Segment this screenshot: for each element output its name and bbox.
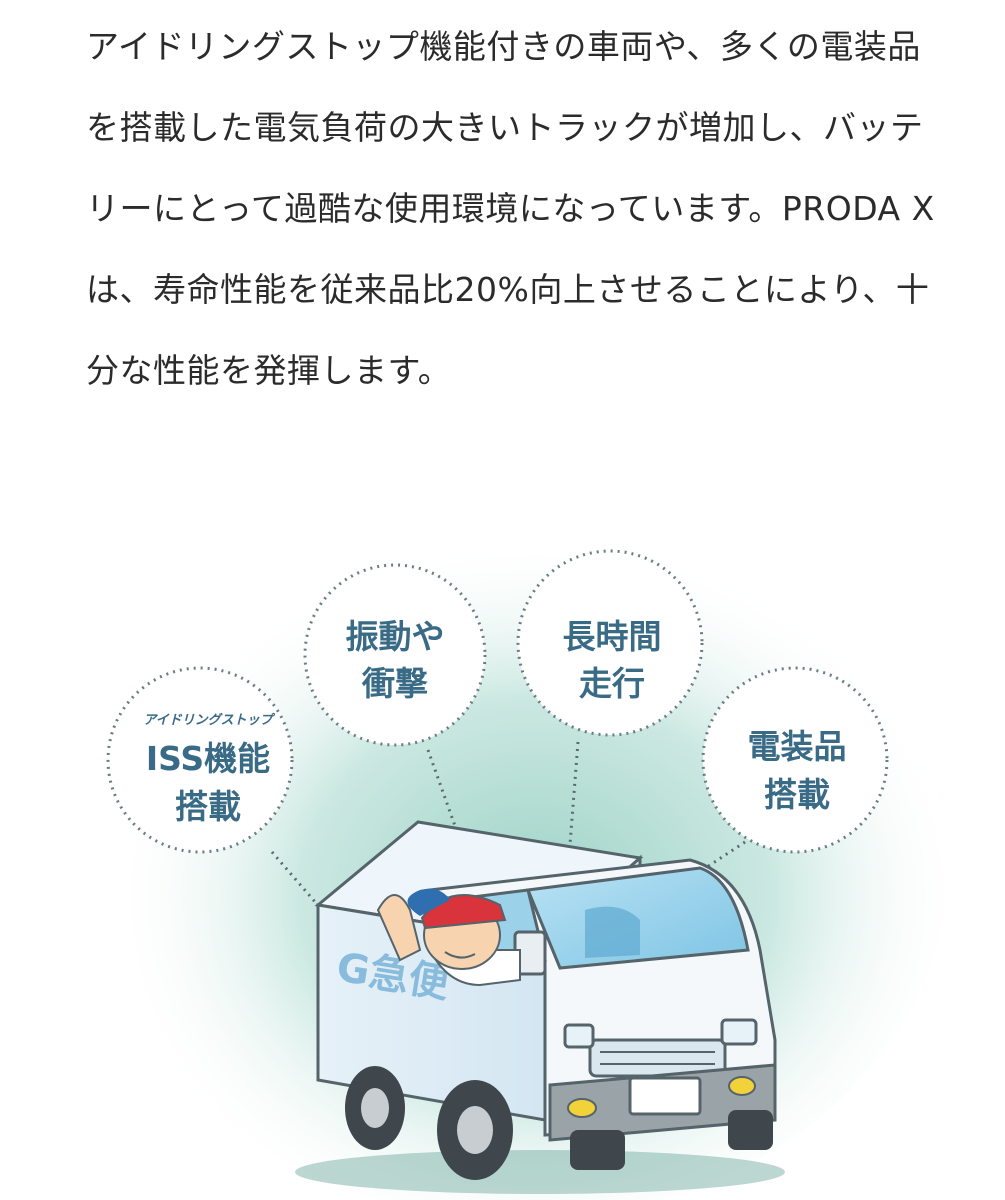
bubble-electrical-line1: 電装品 <box>748 727 847 766</box>
bubble-long-drive-line2: 走行 <box>579 664 645 703</box>
bubble-iss: アイドリングストップ ISS機能 搭載 <box>106 666 294 854</box>
paragraph-line-5: 分な性能を発揮します。 <box>86 351 452 390</box>
bubble-long-drive: 長時間 走行 <box>516 549 704 737</box>
intro-paragraph: アイドリングストップ機能付きの車両や、多くの電装品 を搭載した電気負荷の大きいト… <box>86 6 935 411</box>
bubble-iss-sub: アイドリングストップ <box>143 712 275 728</box>
bubble-vibration: 振動や 衝撃 <box>303 563 487 747</box>
bubble-electrical-line2: 搭載 <box>764 775 830 814</box>
truck: G急便 <box>295 820 785 1194</box>
driver-figure <box>376 888 521 987</box>
paragraph-line-1: アイドリングストップ機能付きの車両や、多くの電装品 <box>86 27 921 66</box>
bubble-vibration-line2: 衝撃 <box>361 664 428 703</box>
bubble-electrical: 電装品 搭載 <box>701 666 889 854</box>
bubble-vibration-line1: 振動や <box>346 617 445 656</box>
bubble-iss-line1: ISS機能 <box>146 739 270 778</box>
paragraph-line-3: リーにとって過酷な使用環境になっています。PRODA X <box>86 189 935 228</box>
bubble-long-drive-line1: 長時間 <box>563 617 662 656</box>
paragraph-line-4: は、寿命性能を従来品比20%向上させることにより、十 <box>86 270 930 309</box>
bubble-iss-line2: 搭載 <box>175 787 241 826</box>
truck-illustration: アイドリングストップ ISS機能 搭載 振動や 衝撃 長時間 走行 電装品 搭載… <box>90 500 950 1200</box>
paragraph-line-2: を搭載した電気負荷の大きいトラックが増加し、バッテ <box>86 108 924 147</box>
